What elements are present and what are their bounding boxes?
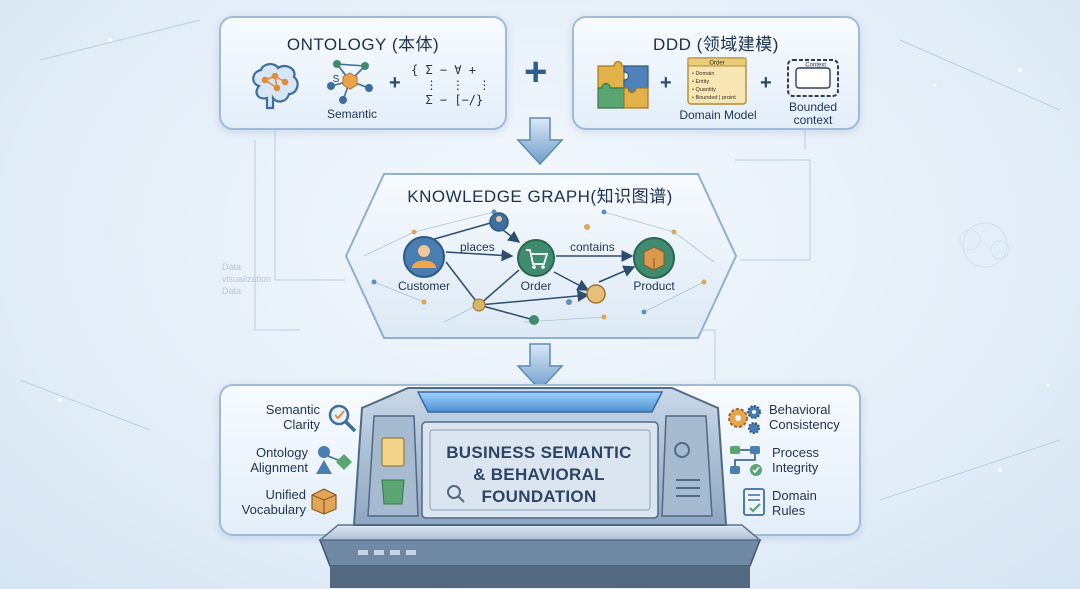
semantic-network-icon bbox=[327, 60, 373, 104]
behavioral-consistency-label: Behavioral Consistency bbox=[769, 402, 840, 432]
doc-line-3: • Quantity bbox=[692, 87, 716, 93]
bounded-context-icon: Context bbox=[787, 59, 839, 97]
math-line-3: Σ − [−/} bbox=[411, 93, 484, 107]
bg-text-data: Data bbox=[222, 262, 241, 272]
doc-line-1: • Domain bbox=[692, 71, 714, 77]
ontology-node-letter: S bbox=[332, 74, 340, 85]
ontology-title: ONTOLOGY (本体) bbox=[286, 35, 440, 54]
document-icon: Order • Domain • Entity • Quantity • Bou… bbox=[687, 57, 747, 105]
doc-line-4: • Bounded | proint bbox=[692, 95, 736, 101]
customer-node-label: Customer bbox=[397, 279, 450, 293]
shapes-icon bbox=[316, 446, 352, 474]
order-node-label: Order bbox=[520, 279, 552, 293]
product-node-label: Product bbox=[633, 279, 675, 293]
arrow-down-to-knowledge-graph bbox=[516, 117, 564, 166]
ontology-inner-plus: + bbox=[389, 72, 401, 94]
bg-text-visualization: visualization bbox=[222, 274, 271, 284]
math-line-1: { Σ − ∀ + bbox=[411, 63, 477, 77]
semantic-clarity-label: Semantic Clarity bbox=[265, 402, 320, 432]
foundation-title: BUSINESS SEMANTIC & BEHAVIORAL FOUNDATIO… bbox=[430, 442, 648, 508]
magnifier-icon bbox=[328, 404, 357, 433]
checklist-icon bbox=[743, 488, 765, 516]
arrow-down-to-foundation bbox=[516, 343, 564, 392]
context-tag: Context bbox=[805, 63, 826, 69]
knowledge-graph-network bbox=[403, 212, 675, 325]
bounded-context-label: Bounded context bbox=[788, 100, 838, 127]
foundation-title-line-2: & BEHAVIORAL bbox=[473, 465, 605, 484]
ddd-plus-1: + bbox=[660, 72, 672, 94]
domain-rules-label: Domain Rules bbox=[772, 488, 817, 518]
domain-model-label: Domain Model bbox=[679, 108, 757, 122]
package-small-node bbox=[586, 284, 606, 304]
ddd-title: DDD (领域建模) bbox=[653, 35, 779, 54]
knowledge-graph-title: KNOWLEDGE GRAPH(知识图谱) bbox=[407, 187, 673, 206]
gears-icon bbox=[728, 405, 761, 434]
workflow-icon bbox=[730, 446, 762, 476]
foundation-pedestal bbox=[318, 387, 762, 588]
places-edge-label: places bbox=[460, 240, 495, 254]
box-icon bbox=[311, 488, 337, 515]
process-integrity-label: Process Integrity bbox=[772, 445, 819, 475]
bg-text-data-2: Data bbox=[222, 286, 241, 296]
foundation-title-line-1: BUSINESS SEMANTIC bbox=[446, 443, 632, 462]
contains-edge-label: contains bbox=[570, 240, 615, 254]
ddd-panel: DDD (领域建模) + Order • Domain • Entity • Q… bbox=[572, 16, 860, 130]
puzzle-icon bbox=[597, 60, 649, 109]
brain-icon bbox=[252, 63, 299, 110]
semantic-label: Semantic bbox=[326, 107, 378, 121]
math-line-2: ⋮ ⋮ ⋮ bbox=[411, 78, 491, 92]
doc-line-2: • Entity bbox=[692, 79, 709, 85]
ddd-plus-2: + bbox=[760, 72, 772, 94]
join-plus-sign: + bbox=[524, 50, 548, 94]
ontology-panel: ONTOLOGY (本体) S Semantic + { Σ − ∀ + ⋮ ⋮… bbox=[219, 16, 507, 130]
foundation-title-line-3: FOUNDATION bbox=[481, 487, 597, 506]
product-node bbox=[633, 237, 675, 279]
unified-vocabulary-label: Unified Vocabulary bbox=[241, 487, 306, 517]
order-node bbox=[517, 239, 555, 277]
edge-places bbox=[445, 249, 514, 262]
ontology-alignment-label: Ontology Alignment bbox=[250, 445, 308, 475]
customer-node bbox=[403, 236, 445, 278]
doc-line-0: Order bbox=[709, 61, 724, 67]
